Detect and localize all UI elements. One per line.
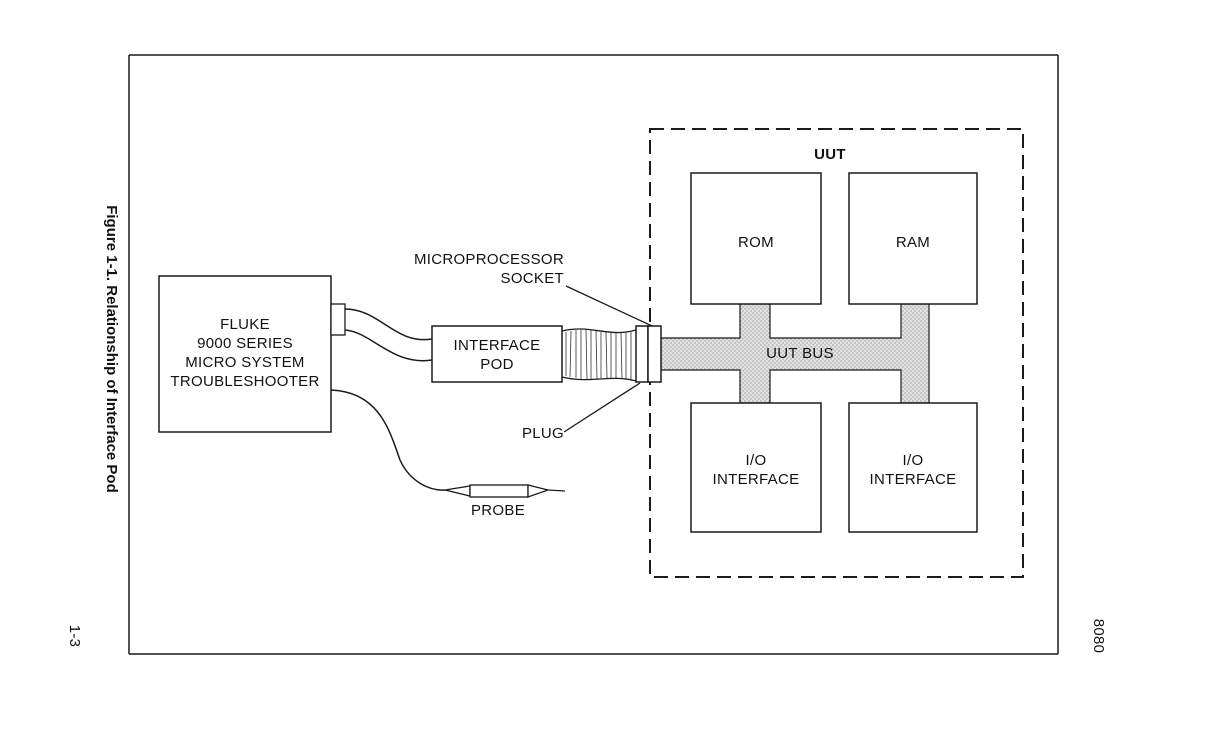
troubleshooter-label-line-3: MICRO SYSTEM [159,353,331,372]
probe [445,485,565,497]
interface-pod-label: INTERFACE POD [432,336,562,374]
plug-label: PLUG [480,424,564,443]
troubleshooter-connector [331,304,345,335]
troubleshooter-label: FLUKE 9000 SERIES MICRO SYSTEM TROUBLESH… [159,315,331,391]
rom-label: ROM [691,233,821,252]
interface-pod-label-line-2: POD [432,355,562,374]
probe-cable [331,390,445,490]
microprocessor-socket [648,326,661,382]
probe-label: PROBE [452,501,544,520]
interface-pod-label-line-1: INTERFACE [432,336,562,355]
figure-caption: Figure 1-1. Relationship of Interface Po… [100,179,120,519]
ram-label: RAM [849,233,977,252]
io-left-line-2: INTERFACE [691,470,821,489]
uut-title: UUT [790,145,870,164]
troubleshooter-label-line-4: TROUBLESHOOTER [159,372,331,391]
uut-bus-label: UUT BUS [745,344,855,363]
io-interface-right-label: I/O INTERFACE [849,451,977,489]
io-right-line-2: INTERFACE [849,470,977,489]
plug [636,326,648,382]
socket-label-line-2: SOCKET [380,269,564,288]
socket-leader-line [566,286,652,326]
io-right-line-1: I/O [849,451,977,470]
troubleshooter-label-line-2: 9000 SERIES [159,334,331,353]
pod-cable [345,309,432,361]
ribbon-cable [562,329,636,381]
ribbon-cable-hatch [566,330,631,381]
page-number: 1-3 [64,606,84,666]
io-interface-left-label: I/O INTERFACE [691,451,821,489]
microprocessor-socket-label: MICROPROCESSOR SOCKET [380,250,564,288]
side-code: 8080 [1088,606,1108,666]
plug-leader-line [564,383,640,432]
troubleshooter-label-line-1: FLUKE [159,315,331,334]
io-left-line-1: I/O [691,451,821,470]
socket-label-line-1: MICROPROCESSOR [380,250,564,269]
